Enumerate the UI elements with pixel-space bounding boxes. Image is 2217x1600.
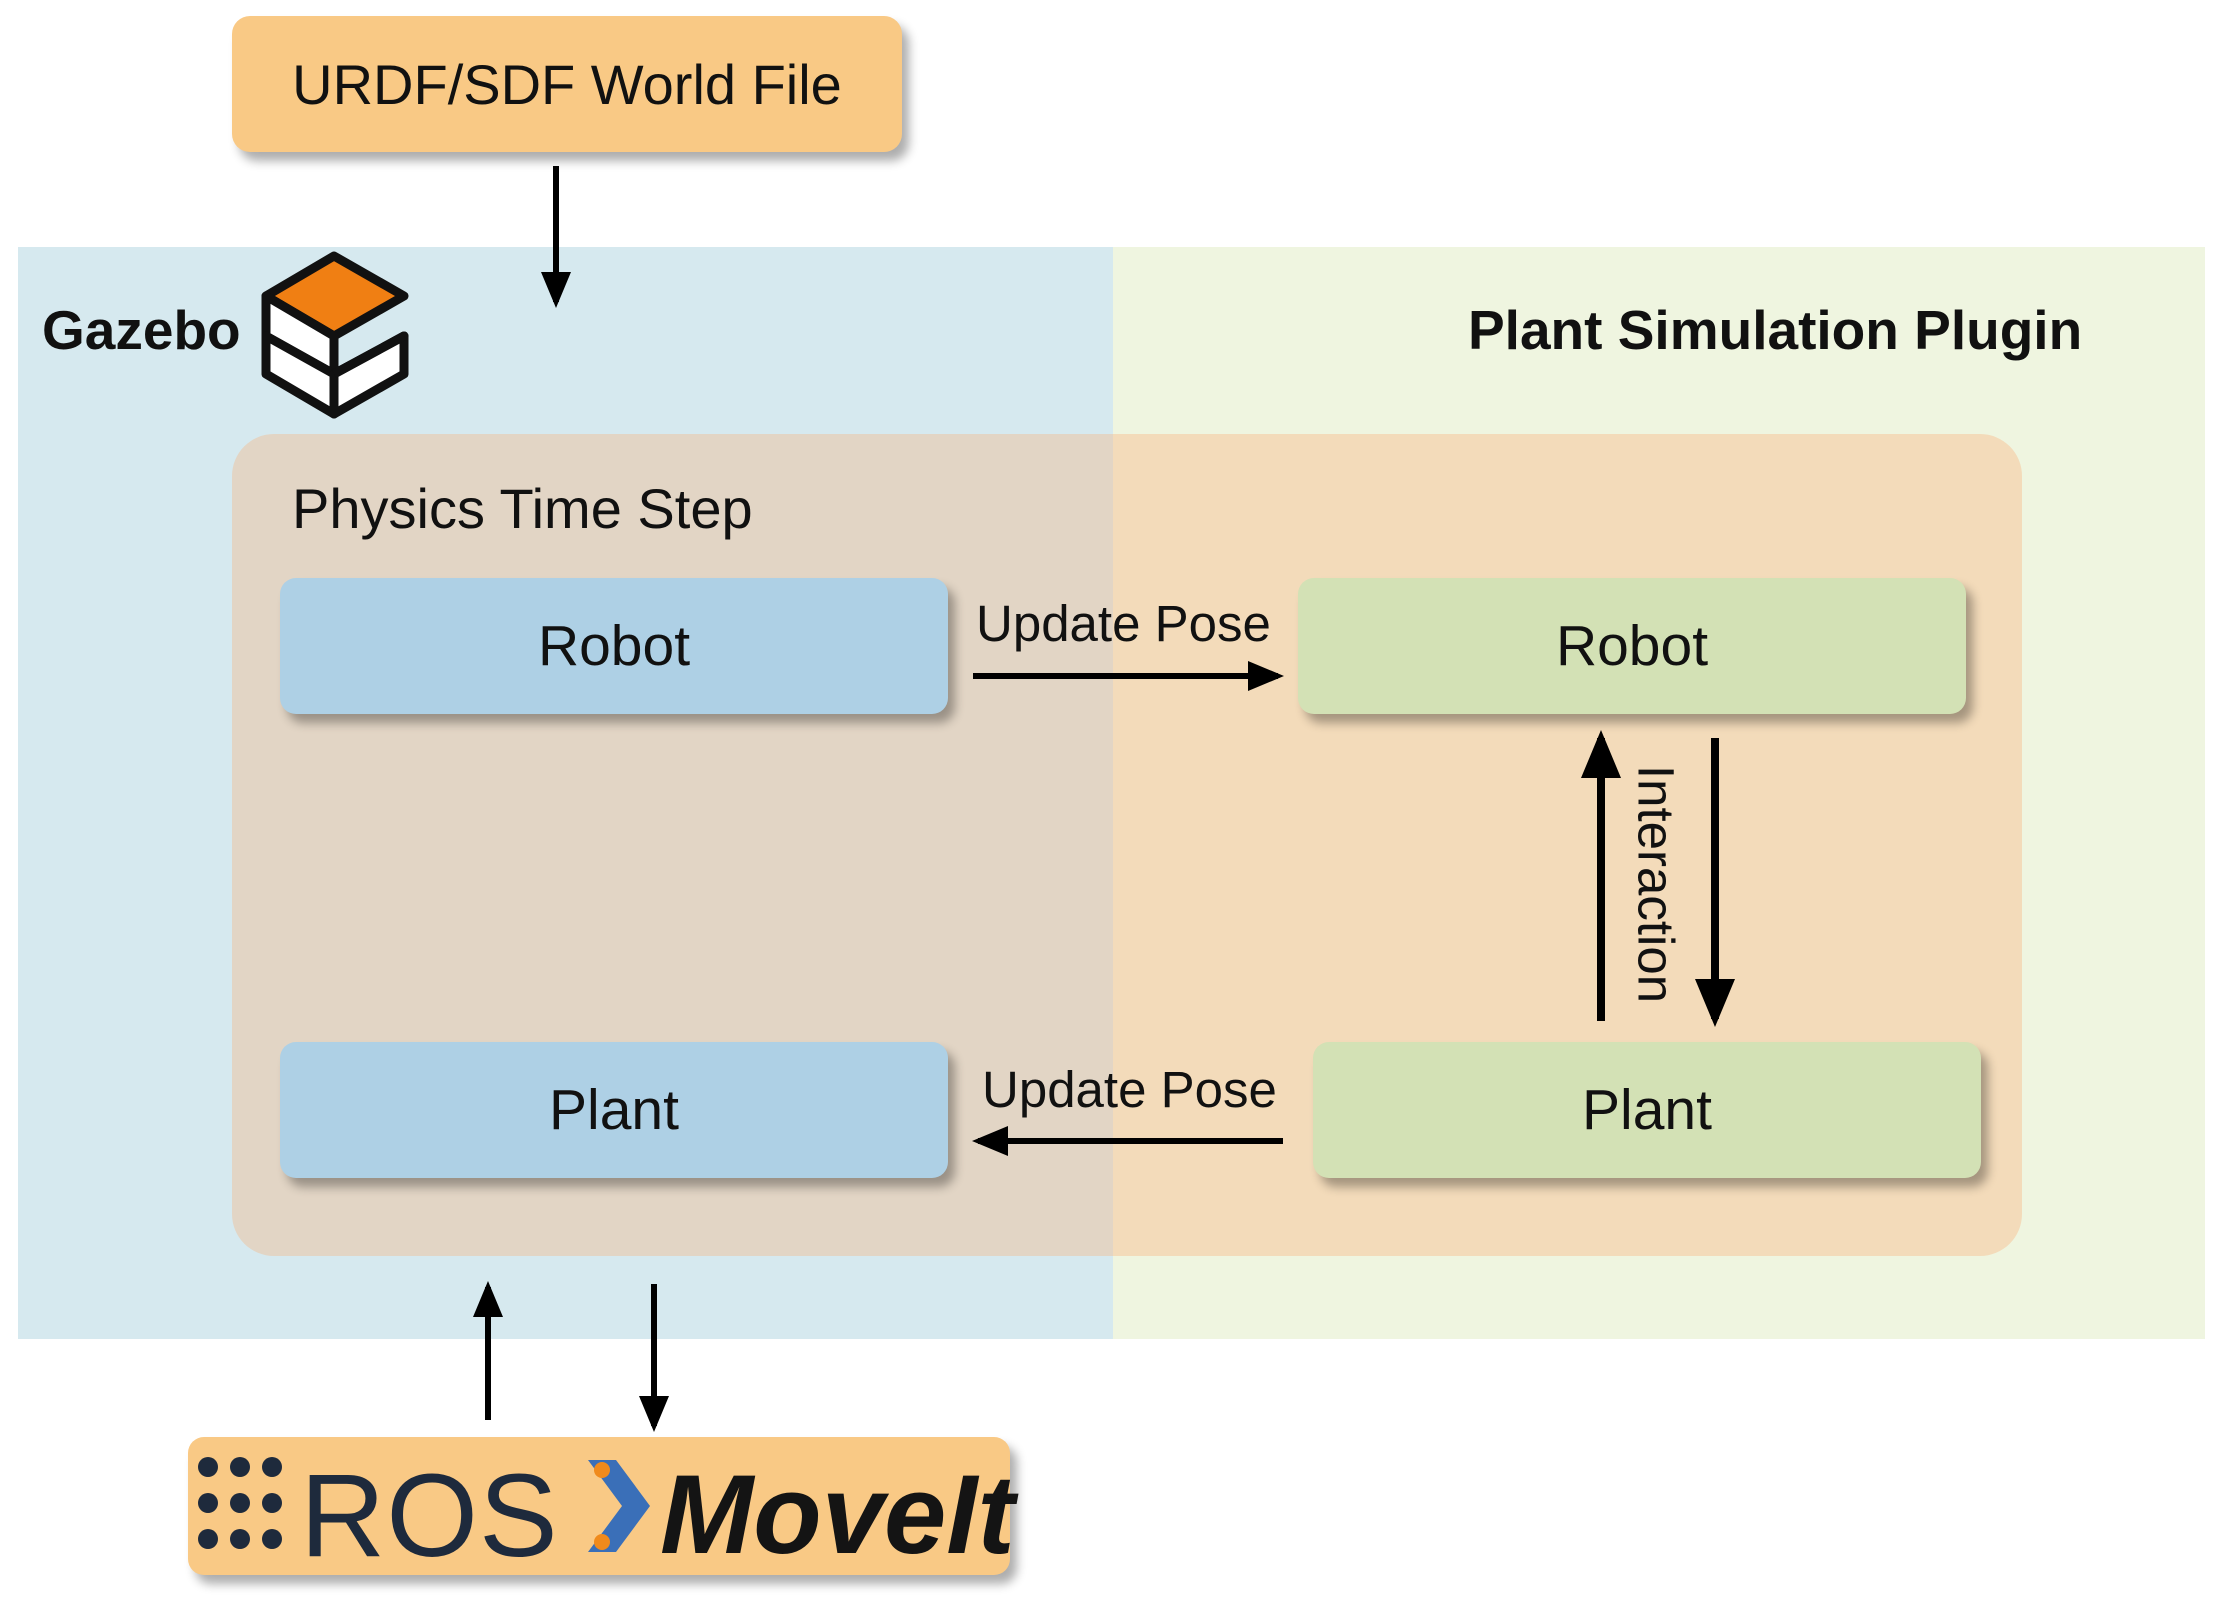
gazebo-robot-node: Robot (280, 578, 948, 714)
moveit-label: MoveIt (660, 1452, 1015, 1577)
ros-dots-icon (198, 1457, 282, 1549)
physics-time-step-title: Physics Time Step (292, 477, 753, 540)
gazebo-label: Gazebo (42, 299, 241, 361)
update-pose-top-label: Update Pose (976, 595, 1271, 652)
plugin-robot-node: Robot (1298, 578, 1966, 714)
gazebo-logo-icon (261, 251, 409, 419)
ros-label: ROS (300, 1450, 559, 1582)
plugin-plant-node: Plant (1313, 1042, 1981, 1178)
urdf-sdf-world-file-box: URDF/SDF World File (232, 16, 902, 152)
plant-simulation-plugin-label: Plant Simulation Plugin (1468, 299, 2083, 361)
moveit-chevron-icon (588, 1460, 650, 1552)
update-pose-bottom-label: Update Pose (982, 1061, 1277, 1118)
gazebo-plant-node: Plant (280, 1042, 948, 1178)
